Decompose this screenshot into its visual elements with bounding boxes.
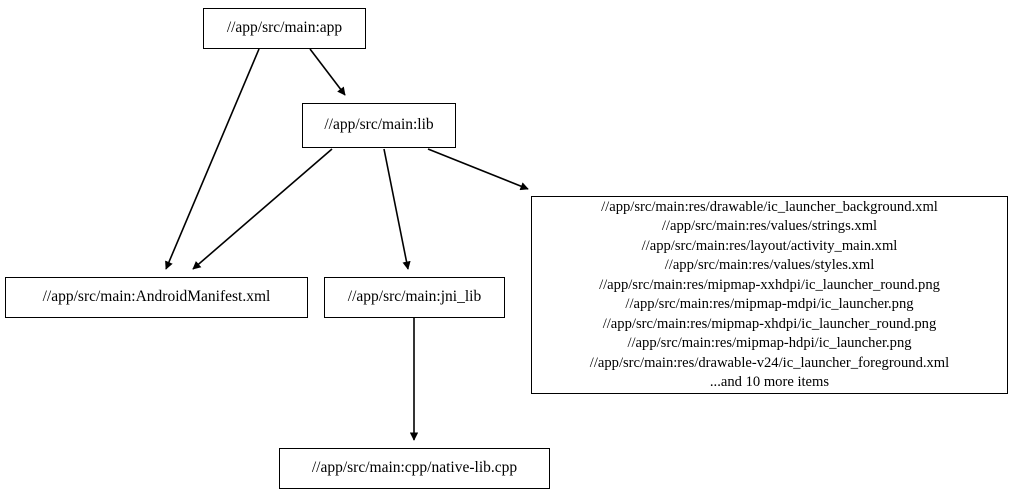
graph-node-res-list[interactable]: //app/src/main:res/drawable/ic_launcher_…	[531, 196, 1008, 394]
edge-lib-to-jni-lib	[383, 148, 411, 270]
graph-node-jni-lib[interactable]: //app/src/main:jni_lib	[324, 277, 505, 318]
graph-node-app[interactable]: //app/src/main:app	[203, 8, 366, 49]
graph-node-native-lib-cpp[interactable]: //app/src/main:cpp/native-lib.cpp	[279, 448, 550, 489]
edge-app-to-lib	[309, 48, 346, 96]
edge-lib-to-res	[427, 148, 529, 191]
graph-node-android-manifest[interactable]: //app/src/main:AndroidManifest.xml	[5, 277, 308, 318]
edge-app-to-manifest	[165, 48, 260, 270]
edge-lib-to-manifest	[192, 148, 333, 270]
graph-node-lib[interactable]: //app/src/main:lib	[302, 103, 456, 148]
